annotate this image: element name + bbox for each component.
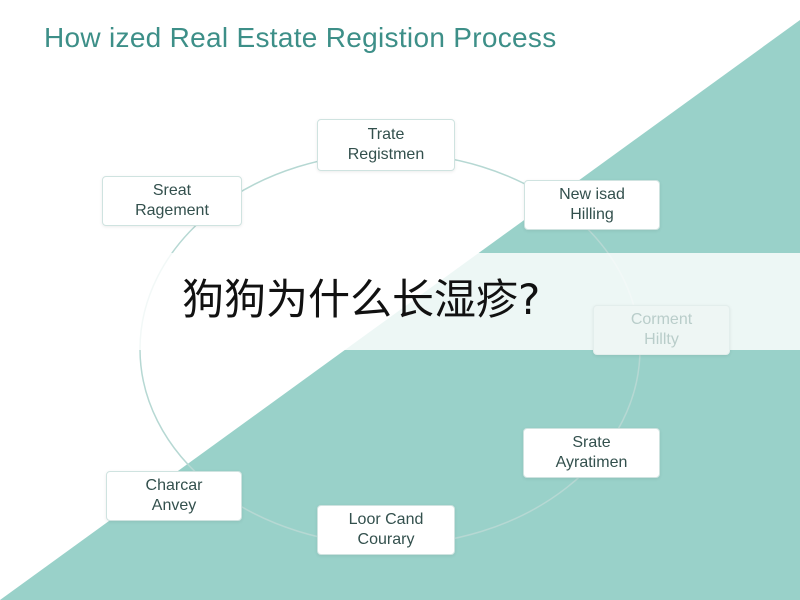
step-label-line2: Ayratimen: [555, 454, 628, 471]
process-step-lower-left: Charcar Anvey: [106, 471, 242, 521]
process-step-upper-left: Sreat Ragement: [102, 176, 242, 226]
step-label-line2: Ragement: [135, 202, 209, 219]
process-step-lower-right: Srate Ayratimen: [523, 428, 660, 478]
step-label-line1: Charcar: [145, 477, 203, 494]
step-label-line2: Hillty: [644, 331, 679, 348]
step-label-line1: Sreat: [152, 182, 192, 199]
diagram-title: How ized Real Estate Registion Process: [44, 22, 557, 53]
step-label-line1: Trate: [367, 126, 405, 143]
process-step-upper-right: New isad Hilling: [524, 180, 660, 230]
step-label-line2: Anvey: [151, 497, 197, 514]
step-label-line2: Courary: [357, 531, 415, 548]
step-label-line1: New isad: [559, 186, 625, 203]
step-label-line2: Hilling: [570, 206, 614, 223]
process-step-bottom: Loor Cand Courary: [317, 505, 455, 555]
step-label-line1: Loor Cand: [348, 511, 424, 528]
process-step-top: Trate Registmen: [317, 119, 455, 171]
step-label-line1: Srate: [572, 434, 611, 451]
process-step-right: Corment Hillty: [593, 305, 730, 355]
step-label-line2: Registmen: [347, 146, 425, 163]
step-label-line1: Corment: [630, 311, 693, 328]
overlay-question-text: 狗狗为什么长湿疹?: [182, 275, 541, 324]
